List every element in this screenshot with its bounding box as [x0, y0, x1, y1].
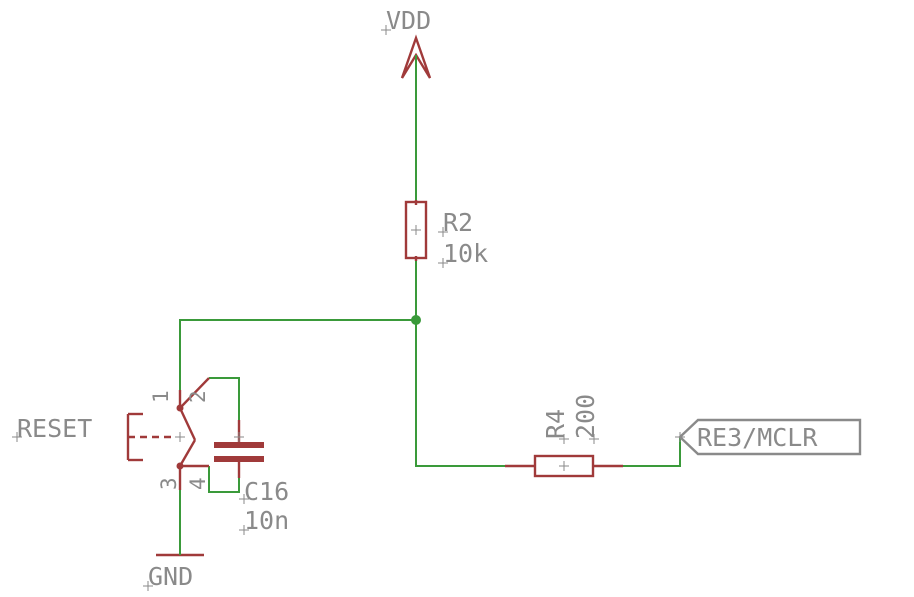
switch-pin-1: 1 — [149, 390, 173, 403]
switch-name: RESET — [17, 414, 92, 443]
resistor-r2[interactable]: R2 10k — [404, 200, 488, 268]
switch-lever-icon — [178, 407, 197, 441]
r2-body-icon — [404, 200, 428, 260]
r2-name: R2 — [443, 208, 473, 237]
switch-pin-4: 4 — [186, 477, 210, 490]
net-label-flag-icon — [678, 418, 862, 456]
reset-switch[interactable]: RESET 1 2 3 4 — [12, 377, 210, 490]
r4-value: 200 — [571, 394, 600, 439]
gnd-label: GND — [148, 562, 193, 591]
capacitor-c16[interactable]: C16 10n — [214, 420, 289, 535]
r2-value: 10k — [443, 239, 488, 268]
wire-switch-pin2-to-c16[interactable] — [209, 377, 240, 420]
vdd-arrow-icon — [400, 34, 432, 79]
wires — [179, 78, 681, 540]
net-label-re3-mclr[interactable]: RE3/MCLR — [675, 418, 862, 456]
wire-junction-to-r4[interactable] — [415, 320, 505, 467]
vdd-symbol[interactable]: VDD — [381, 6, 432, 79]
gnd-symbol[interactable]: GND — [143, 540, 204, 591]
net-junction[interactable] — [411, 315, 421, 325]
switch-contact-top — [176, 404, 184, 412]
net-label-text: RE3/MCLR — [697, 423, 818, 452]
wire-r4-to-netlabel[interactable] — [623, 437, 681, 467]
wire-switch-pin4-to-c16[interactable] — [208, 462, 240, 493]
vdd-label: VDD — [386, 6, 431, 35]
c16-name: C16 — [244, 477, 289, 506]
r4-body-icon — [533, 454, 595, 478]
c16-value: 10n — [244, 506, 289, 535]
wire-junction-to-switch[interactable] — [179, 319, 416, 390]
switch-pin-2: 2 — [186, 390, 210, 403]
resistor-r4[interactable]: R4 200 — [505, 394, 623, 478]
switch-pin-3: 3 — [157, 477, 181, 490]
r4-name: R4 — [541, 409, 570, 439]
